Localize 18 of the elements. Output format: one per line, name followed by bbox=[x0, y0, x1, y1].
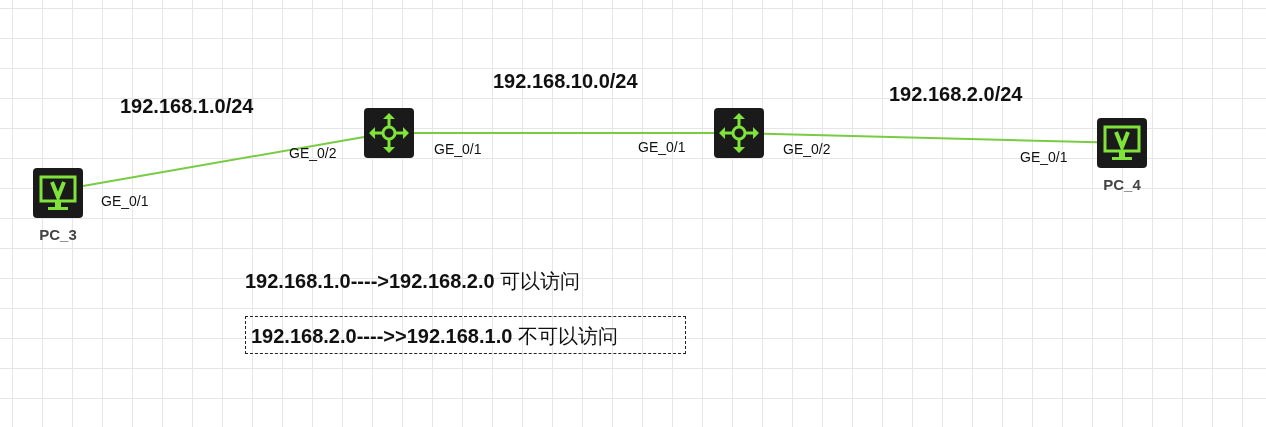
port-label: GE_0/1 bbox=[101, 193, 149, 209]
device-label: PC_4 bbox=[1103, 177, 1141, 193]
port-label: GE_0/1 bbox=[434, 141, 482, 157]
device-label: PC_3 bbox=[39, 227, 77, 243]
link-line bbox=[82, 136, 365, 187]
subnet-label: 192.168.2.0/24 bbox=[889, 83, 1023, 105]
note-box: 192.168.2.0---->>192.168.1.0 不可以访问 bbox=[245, 316, 686, 354]
port-label: GE_0/1 bbox=[1020, 149, 1068, 165]
port-label: GE_0/2 bbox=[783, 141, 831, 157]
switch-icon bbox=[714, 108, 764, 158]
note-text: 192.168.1.0---->192.168.2.0 可以访问 bbox=[245, 270, 581, 292]
port-label: GE_0/2 bbox=[289, 145, 337, 161]
link-line bbox=[763, 132, 1098, 144]
link-line bbox=[413, 132, 715, 134]
subnet-label: 192.168.10.0/24 bbox=[493, 70, 638, 92]
subnet-label: 192.168.1.0/24 bbox=[120, 95, 254, 117]
switch-icon bbox=[364, 108, 414, 158]
port-label: GE_0/1 bbox=[638, 139, 686, 155]
